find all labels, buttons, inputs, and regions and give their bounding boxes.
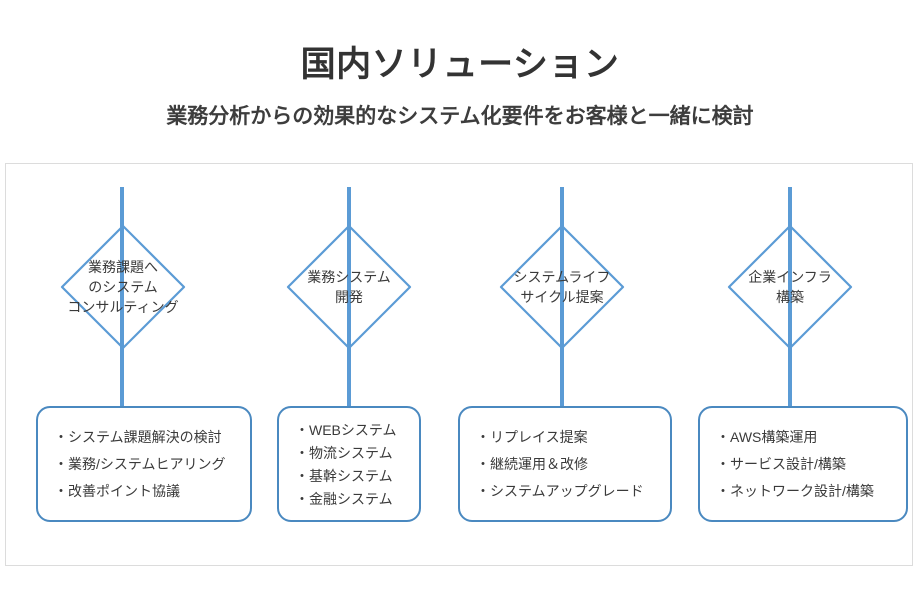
page-subtitle: 業務分析からの効果的なシステム化要件をお客様と一緒に検討 <box>166 105 754 128</box>
list-item: ・AWS構築運用 <box>716 429 818 445</box>
detail-box-2[interactable]: ・WEBシステム ・物流システム ・基幹システム ・金融システム <box>277 406 421 522</box>
list-item: ・基幹システム <box>295 467 393 484</box>
list-item: ・物流システム <box>295 444 393 461</box>
list-item: ・改善ポイント協議 <box>54 483 180 499</box>
detail-box-4[interactable]: ・AWS構築運用 ・サービス設計/構築 ・ネットワーク設計/構築 <box>698 406 908 522</box>
detail-box-1[interactable]: ・システム課題解決の検討 ・業務/システムヒアリング ・改善ポイント協議 <box>36 406 252 522</box>
list-item: ・WEBシステム <box>295 421 397 438</box>
page-title: 国内ソリューション <box>300 45 620 84</box>
list-item: ・システムアップグレード <box>476 483 644 499</box>
list-item: ・継続運用＆改修 <box>476 456 588 472</box>
list-item: ・ネットワーク設計/構築 <box>716 483 874 499</box>
list-item: ・金融システム <box>295 490 393 507</box>
list-item: ・リプレイス提案 <box>476 429 588 445</box>
detail-box-3[interactable]: ・リプレイス提案 ・継続運用＆改修 ・システムアップグレード <box>458 406 672 522</box>
list-item: ・システム課題解決の検討 <box>54 429 222 445</box>
list-item: ・業務/システムヒアリング <box>54 456 226 472</box>
list-item: ・サービス設計/構築 <box>716 456 846 472</box>
